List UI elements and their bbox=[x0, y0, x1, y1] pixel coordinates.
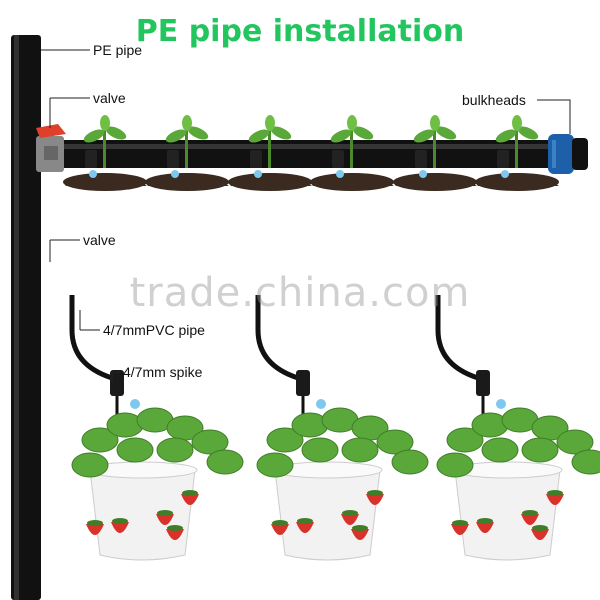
bulkhead-icon bbox=[548, 134, 588, 174]
leaf bbox=[522, 438, 558, 462]
leaf bbox=[72, 453, 108, 477]
pvc-pipe-label: 4/7mmPVC pipe bbox=[103, 322, 205, 338]
water-drop-icon bbox=[419, 170, 427, 178]
water-drop-icon bbox=[171, 170, 179, 178]
pot-body bbox=[455, 470, 560, 560]
leaf bbox=[482, 438, 518, 462]
leaf bbox=[157, 438, 193, 462]
top-valve-label: valve bbox=[93, 90, 126, 106]
hanging-pot-3 bbox=[437, 295, 600, 560]
leaf bbox=[207, 450, 243, 474]
top-valve-icon bbox=[36, 124, 66, 172]
leaf bbox=[437, 453, 473, 477]
pot-body bbox=[275, 470, 380, 560]
hanging-pot-2 bbox=[257, 295, 428, 560]
pe-pipe-label: PE pipe bbox=[93, 42, 142, 58]
leaf bbox=[117, 438, 153, 462]
bulkheads-label: bulkheads bbox=[462, 92, 526, 108]
dripper-icon bbox=[332, 150, 344, 168]
leaf bbox=[257, 453, 293, 477]
spike-icon bbox=[476, 370, 490, 396]
dripper-icon bbox=[415, 150, 427, 168]
leaf bbox=[342, 438, 378, 462]
dripper-icon bbox=[250, 150, 262, 168]
pot-body bbox=[90, 470, 195, 560]
dripper-icon bbox=[85, 150, 97, 168]
watermark: trade.china.com bbox=[0, 270, 600, 316]
side-valve-label: valve bbox=[83, 232, 116, 248]
dripper-icon bbox=[167, 150, 179, 168]
water-drop-icon bbox=[336, 170, 344, 178]
spike-label: 4/7mm spike bbox=[123, 364, 202, 380]
water-drop-icon bbox=[89, 170, 97, 178]
leaf bbox=[392, 450, 428, 474]
water-drop-icon bbox=[254, 170, 262, 178]
water-drop-icon bbox=[316, 399, 326, 409]
leaf bbox=[302, 438, 338, 462]
water-drop-icon bbox=[501, 170, 509, 178]
water-drop-icon bbox=[496, 399, 506, 409]
water-drop-icon bbox=[130, 399, 140, 409]
spike-icon bbox=[296, 370, 310, 396]
dripper-icon bbox=[497, 150, 509, 168]
